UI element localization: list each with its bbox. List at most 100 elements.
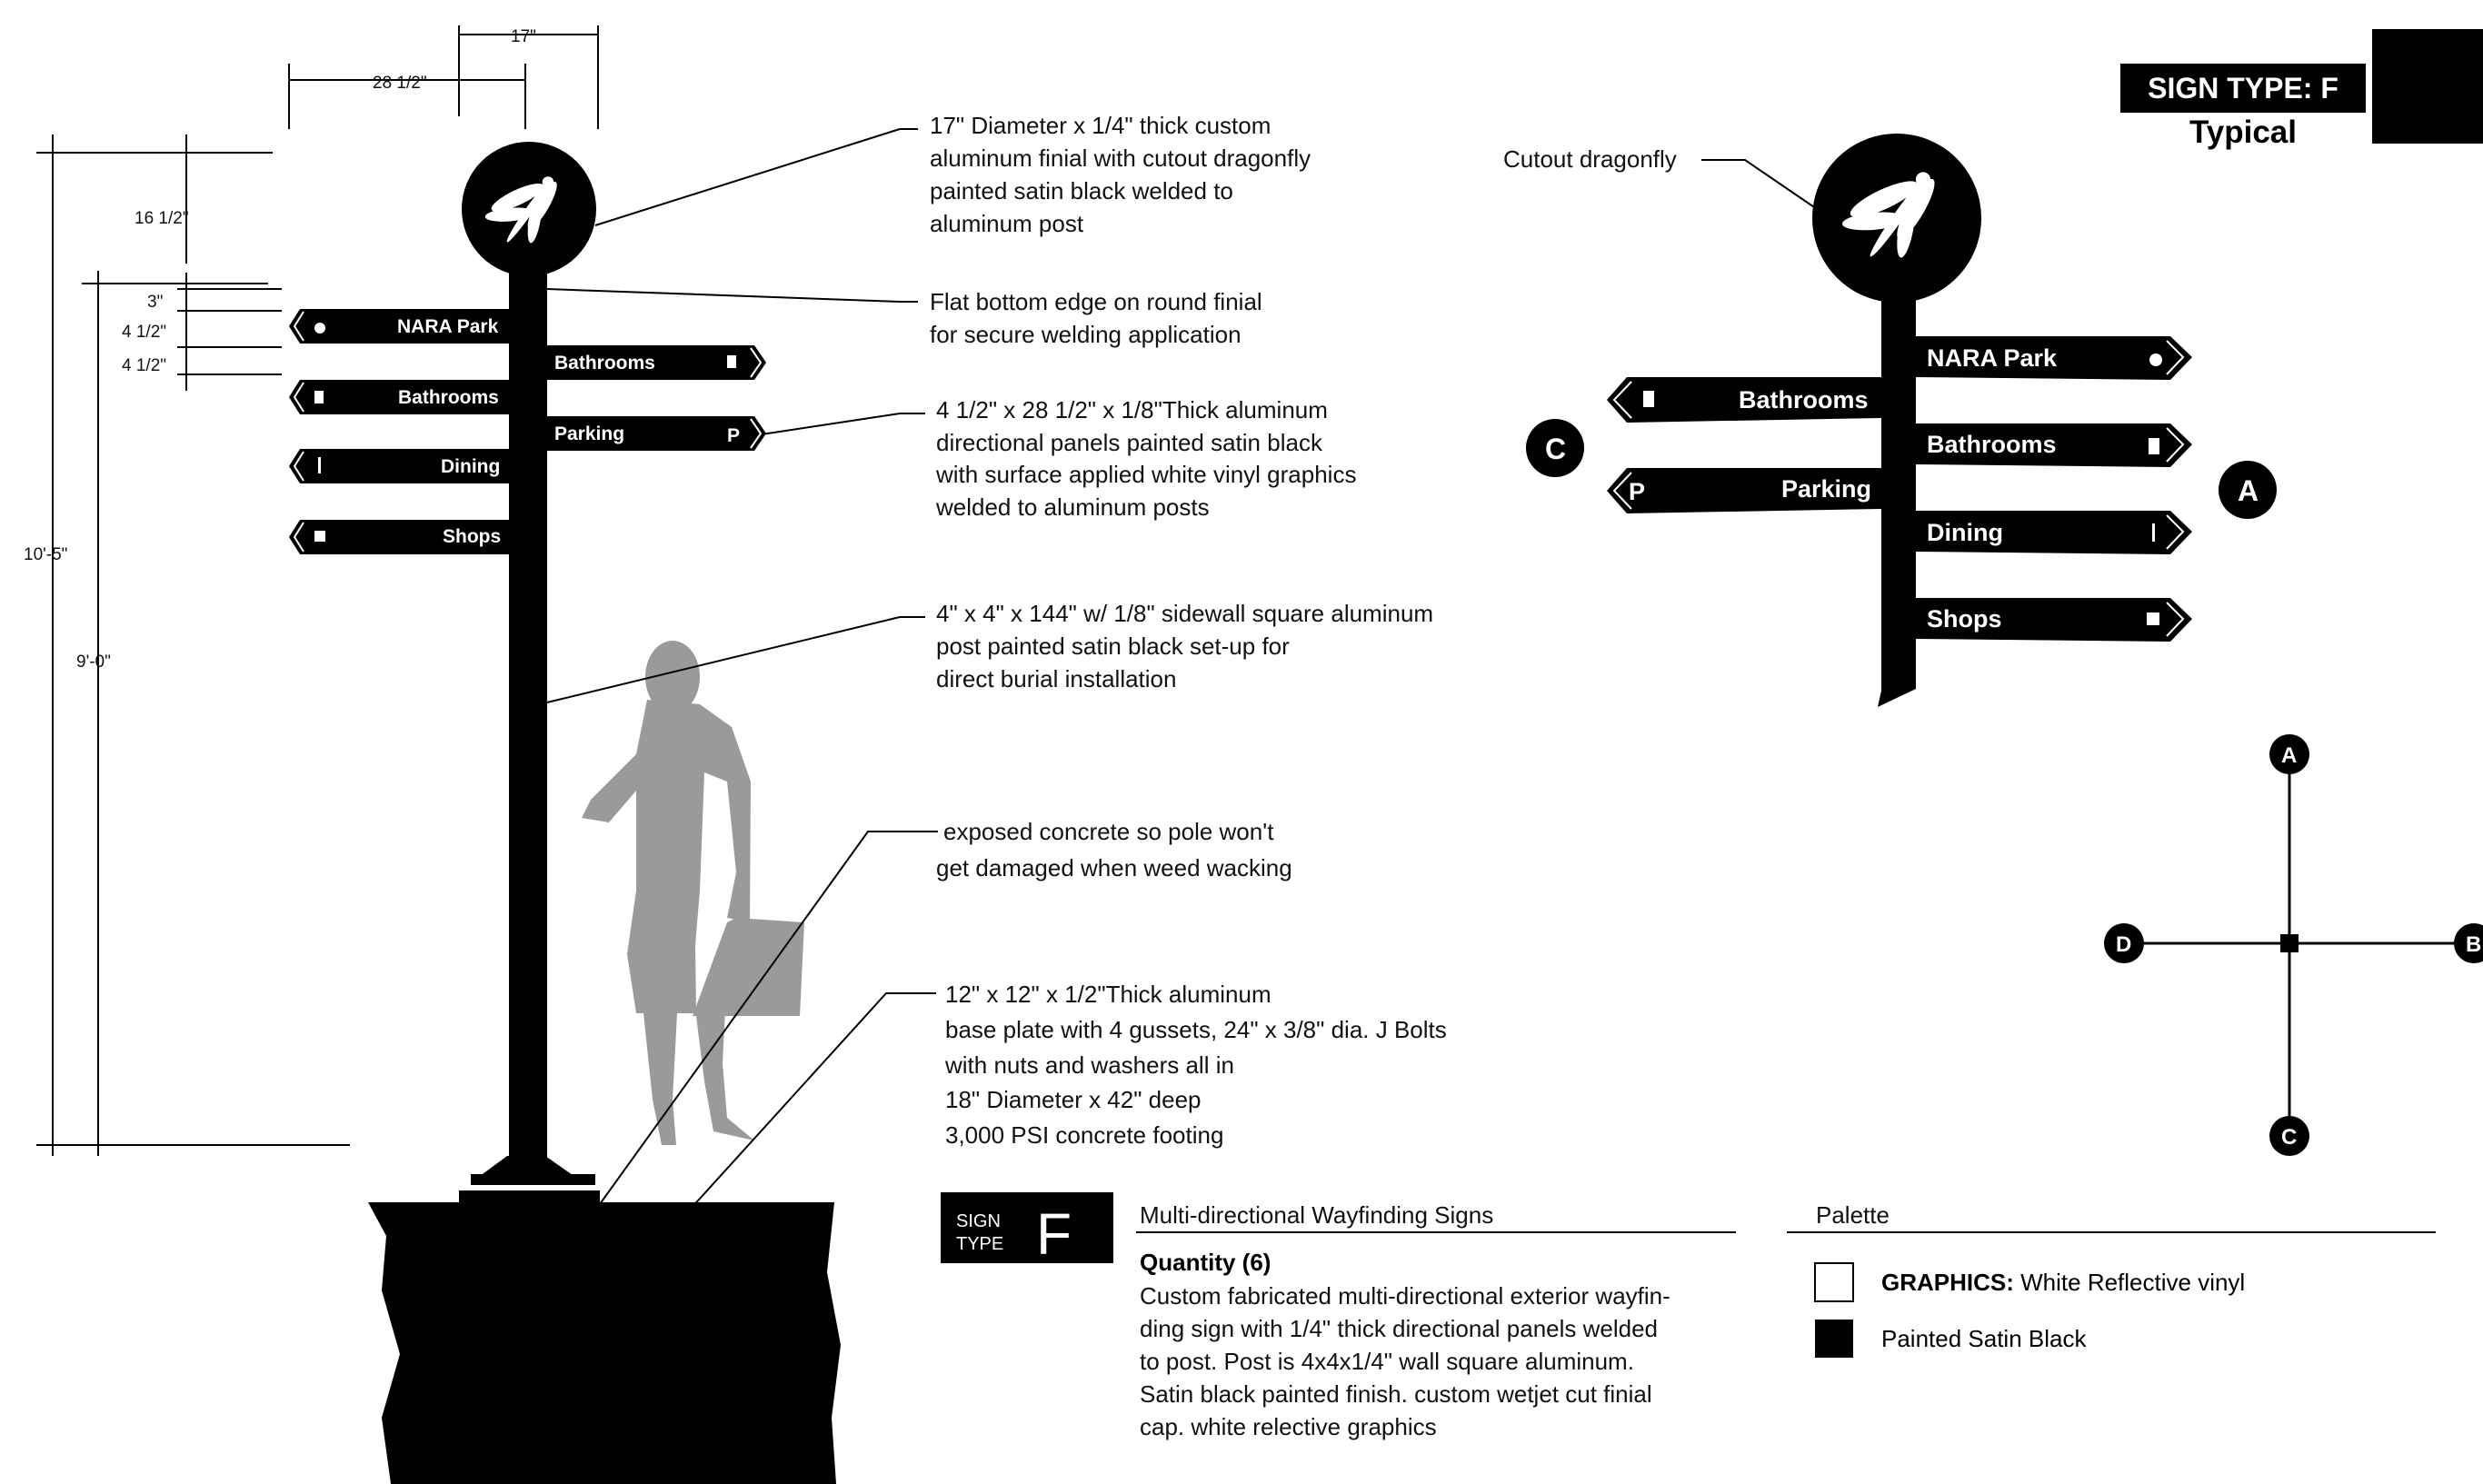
park-icon: [2149, 354, 2162, 366]
sign-type-title: SIGN TYPE: F: [2120, 64, 2366, 113]
elevation-right-panels: Bathrooms P Parking: [547, 345, 766, 451]
svg-text:for secure welding application: for secure welding application: [930, 321, 1242, 348]
svg-text:welded to aluminum posts: welded to aluminum posts: [935, 493, 1210, 521]
svg-text:with nuts and washers all in: with nuts and washers all in: [944, 1051, 1234, 1079]
svg-text:12" x 12" x 1/2"Thick aluminum: 12" x 12" x 1/2"Thick aluminum: [945, 981, 1271, 1008]
spec-description-line: Satin black painted finish. custom wetje…: [1140, 1380, 1652, 1408]
restroom-icon: [727, 355, 736, 368]
svg-text:4 1/2" x 28 1/2" x 1/8"Thick a: 4 1/2" x 28 1/2" x 1/8"Thick aluminum: [936, 396, 1328, 423]
dimension-lines: [36, 25, 599, 1156]
shops-icon: [2147, 613, 2159, 625]
panel-dining: Dining: [289, 449, 509, 483]
panel-label: NARA Park: [397, 316, 499, 337]
svg-text:get damaged when weed wacking: get damaged when weed wacking: [936, 854, 1292, 881]
persp-panel-nara-park: NARA Park: [1916, 336, 2192, 380]
dim-finial-height: 16 1/2": [135, 209, 189, 228]
typical-subtitle: Typical: [2189, 115, 2297, 150]
svg-text:aluminum finial with cutout dr: aluminum finial with cutout dragonfly: [930, 144, 1311, 172]
panel-label: Shops: [443, 526, 501, 547]
spec-description-line: to post. Post is 4x4x1/4" wall square al…: [1140, 1348, 1634, 1375]
callout-flat-bottom: Flat bottom edge on round finial for sec…: [930, 288, 1262, 348]
panel-label: Parking: [554, 423, 624, 444]
perspective-post: [1878, 300, 1916, 707]
panel-label: NARA Park: [1927, 344, 2058, 372]
persp-panel-shops: Shops: [1916, 598, 2192, 642]
panel-label: Bathrooms: [1927, 431, 2057, 458]
badge-sign-word: SIGN: [956, 1211, 1001, 1231]
panel-bathrooms-right: Bathrooms: [547, 345, 766, 380]
svg-text:18" Diameter x 42" deep: 18" Diameter x 42" deep: [945, 1086, 1202, 1113]
base-flange: [471, 1174, 595, 1185]
restroom-icon: [2149, 438, 2159, 454]
side-marker-a-label: A: [2238, 474, 2259, 507]
dim-finial-diameter: 17": [511, 27, 536, 46]
badge-letter: F: [1036, 1201, 1072, 1267]
panel-label: Parking: [1781, 475, 1871, 503]
persp-panel-parking: P Parking: [1607, 468, 1881, 513]
spec-description-line: Custom fabricated multi-directional exte…: [1140, 1282, 1670, 1310]
dining-icon: [318, 457, 321, 473]
palette-item-graphics: GRAPHICS: White Reflective vinyl: [1881, 1269, 2245, 1296]
svg-text:directional panels painted sa: directional panels painted satin black: [936, 429, 1323, 456]
svg-text:painted satin black welded to: painted satin black welded to: [930, 177, 1233, 204]
title-black-block: [2372, 29, 2483, 144]
panel-label: Bathrooms: [398, 387, 499, 408]
panel-label: Bathrooms: [554, 353, 655, 373]
callout-panels: 4 1/2" x 28 1/2" x 1/8"Thick aluminum di…: [935, 396, 1356, 521]
side-marker-c: [1526, 419, 1584, 477]
callout-base: 12" x 12" x 1/2"Thick aluminum base plat…: [944, 981, 1447, 1149]
panel-bathrooms-left: Bathrooms: [289, 380, 509, 414]
panel-label: Bathrooms: [1739, 386, 1869, 413]
compass-east: B: [2466, 932, 2481, 957]
compass-center: [2280, 934, 2299, 952]
callout-dragonfly: Cutout dragonfly: [1503, 145, 1677, 173]
parking-icon: P: [1629, 478, 1645, 505]
panel-nara-park: NARA Park: [289, 309, 509, 344]
dim-panel-length: 28 1/2": [373, 74, 427, 93]
dining-icon: [2152, 523, 2155, 542]
dim-panel-height-1: 4 1/2": [122, 323, 166, 342]
spec-heading: Multi-directional Wayfinding Signs: [1140, 1201, 1493, 1229]
panel-label: Shops: [1927, 605, 2002, 632]
dim-ground-height: 9'-0": [76, 652, 111, 672]
panel-shops: Shops: [289, 520, 509, 554]
restroom-icon: [314, 391, 324, 403]
svg-text:3,000 PSI concrete footing: 3,000 PSI concrete footing: [945, 1121, 1223, 1149]
svg-text:with surface applied white vin: with surface applied white vinyl graphic…: [935, 461, 1356, 488]
svg-text:Flat bottom edge on round fini: Flat bottom edge on round finial: [930, 288, 1262, 315]
svg-text:direct burial installation: direct burial installation: [936, 665, 1176, 692]
svg-text:exposed concrete so pole won't: exposed concrete so pole won't: [943, 818, 1274, 845]
elevation-post: [509, 273, 547, 1159]
svg-text:base plate with 4 gussets, 24": base plate with 4 gussets, 24" x 3/8" di…: [945, 1016, 1447, 1043]
swatch-black: [1815, 1320, 1853, 1358]
panel-label: Dining: [1927, 519, 2003, 546]
palette-block: Palette GRAPHICS: White Reflective vinyl…: [1787, 1201, 2436, 1358]
compass-north: A: [2281, 743, 2297, 768]
compass-south: C: [2281, 1125, 2297, 1150]
concrete-footing: [368, 1202, 841, 1484]
persp-panel-dining: Dining: [1916, 511, 2192, 554]
spec-quantity: Quantity (6): [1140, 1249, 1271, 1276]
spec-block: SIGN TYPE F Multi-directional Wayfinding…: [941, 1192, 1736, 1440]
base-plate: [459, 1190, 600, 1205]
spec-description-line: cap. white relective graphics: [1140, 1413, 1437, 1440]
side-marker-a: [2219, 461, 2277, 519]
swatch-white: [1814, 1262, 1854, 1302]
orientation-compass: A C D B: [2104, 734, 2483, 1156]
park-icon: [314, 323, 325, 334]
side-marker-c-label: C: [1545, 433, 1566, 465]
dim-gap-top: 3": [147, 293, 163, 312]
svg-text:4" x 4" x 144" w/ 1/8" sidewal: 4" x 4" x 144" w/ 1/8" sidewall square a…: [936, 600, 1433, 627]
persp-panel-bathrooms-right: Bathrooms: [1916, 423, 2192, 467]
callout-finial: 17" Diameter x 1/4" thick custom aluminu…: [930, 112, 1311, 237]
panel-label: Dining: [441, 456, 500, 477]
leader-lines: [546, 128, 1820, 1210]
restroom-icon: [1643, 391, 1654, 407]
perspective-sign: Bathrooms P Parking NARA Park Bathrooms …: [1526, 134, 2277, 707]
palette-item-black: Painted Satin Black: [1881, 1325, 2087, 1352]
svg-text:post painted satin black set-u: post painted satin black set-up for: [936, 632, 1290, 660]
panel-parking: P Parking: [547, 416, 766, 451]
parking-icon: P: [727, 425, 740, 446]
callout-post: 4" x 4" x 144" w/ 1/8" sidewall square a…: [936, 600, 1433, 692]
dim-panel-height-2: 4 1/2": [122, 356, 166, 375]
